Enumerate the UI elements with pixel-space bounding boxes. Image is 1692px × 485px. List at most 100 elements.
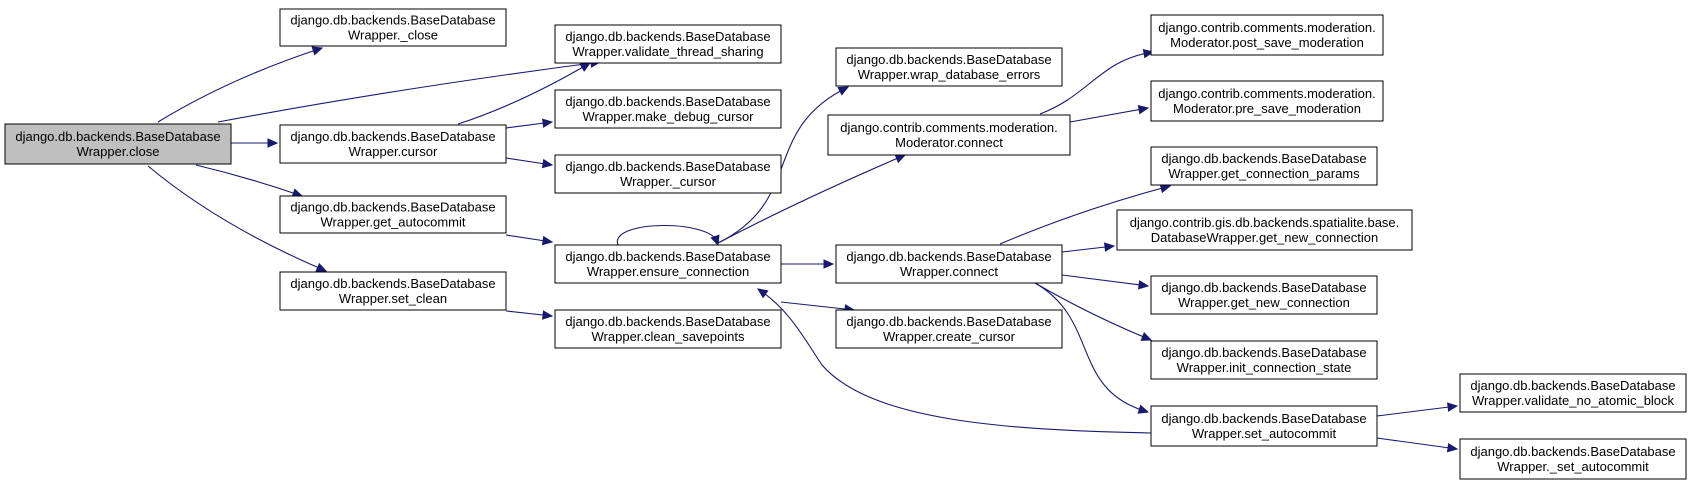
node-connect[interactable]: django.db.backends.BaseDatabaseWrapper.c… — [835, 244, 1063, 284]
node-close[interactable]: django.db.backends.BaseDatabaseWrapper.c… — [4, 123, 232, 165]
edge-line — [157, 47, 323, 123]
edge-line — [780, 301, 855, 311]
node-set-autocommit[interactable]: django.db.backends.BaseDatabaseWrapper.s… — [1150, 405, 1378, 447]
node-label-line: Wrapper.get_new_connection — [1178, 295, 1350, 310]
edge-set_autocommit-to-ensure_connection — [756, 288, 1152, 434]
node-box — [1459, 438, 1687, 480]
node-label-line: Wrapper.close — [77, 144, 160, 159]
node-get-connection-params[interactable]: django.db.backends.BaseDatabaseWrapper.g… — [1150, 146, 1378, 186]
node-label-line: Wrapper.clean_savepoints — [592, 329, 745, 344]
edge-line — [717, 86, 849, 244]
node-get-new-connection[interactable]: django.db.backends.BaseDatabaseWrapper.g… — [1150, 275, 1378, 315]
node-wrap-database-errors[interactable]: django.db.backends.BaseDatabaseWrapper.w… — [835, 47, 1063, 87]
edge-close-to-get_autocommit — [195, 164, 304, 198]
node-label-line: django.db.backends.BaseDatabase — [15, 129, 220, 144]
nodes-layer: django.db.backends.BaseDatabaseWrapper.c… — [4, 8, 1687, 480]
edge-cursor-to-validate_thread_sharing — [457, 62, 592, 125]
edge-line — [1034, 282, 1152, 341]
edge-set_autocommit-to-_set_autocommit — [1376, 437, 1459, 453]
edge-line — [999, 185, 1171, 245]
node-moderator-connect[interactable]: django.contrib.comments.moderation.Moder… — [827, 114, 1071, 156]
arrowhead-icon — [1138, 280, 1150, 290]
edge-line — [1376, 405, 1458, 417]
node-label-line: Wrapper.set_autocommit — [1192, 426, 1337, 441]
arrowhead-icon — [579, 62, 592, 72]
node-box — [554, 154, 782, 194]
edge-set_autocommit-to-validate_no_atomic_block — [1376, 402, 1459, 417]
node-spatialite-get-new-connection[interactable]: django.contrib.gis.db.backends.spatialit… — [1116, 209, 1413, 251]
node-label-line: django.db.backends.BaseDatabase — [1161, 151, 1366, 166]
arrowhead-icon — [823, 259, 835, 269]
node-label-line: Moderator.post_save_moderation — [1170, 35, 1364, 50]
edge-connect-to-init_connection_state — [1034, 282, 1153, 341]
node-label-line: django.db.backends.BaseDatabase — [846, 52, 1051, 67]
node-validate-thread-sharing[interactable]: django.db.backends.BaseDatabaseWrapper.v… — [554, 24, 782, 64]
node-label-line: Moderator.pre_save_moderation — [1173, 101, 1361, 116]
edge-line — [717, 154, 906, 244]
node-label-line: Wrapper.create_cursor — [883, 329, 1016, 344]
node-box — [827, 114, 1071, 156]
arrowhead-icon — [1137, 404, 1150, 414]
node-label-line: django.db.backends.BaseDatabase — [565, 249, 770, 264]
node-box — [554, 244, 782, 284]
arrowhead-icon — [1159, 183, 1172, 194]
arrowhead-icon — [894, 154, 907, 164]
node-post-save-moderation[interactable]: django.contrib.comments.moderation.Moder… — [1150, 14, 1384, 56]
node-label-line: Moderator.connect — [895, 135, 1003, 150]
node-pre-save-moderation[interactable]: django.contrib.comments.moderation.Moder… — [1150, 80, 1384, 122]
arrowhead-icon — [756, 288, 769, 299]
edge-close-to-validate_thread_sharing — [217, 58, 602, 123]
node-label-line: Wrapper.validate_no_atomic_block — [1472, 393, 1675, 408]
node-box — [279, 195, 507, 234]
edge-cursor-to-make_debug_cursor — [505, 118, 554, 129]
node-box — [279, 271, 507, 311]
node-box — [1459, 373, 1687, 413]
edge-close-to-set_clean — [147, 165, 328, 272]
node-cursor[interactable]: django.db.backends.BaseDatabaseWrapper.c… — [279, 124, 507, 164]
edge-line — [617, 225, 719, 246]
node-label-line: Wrapper.wrap_database_errors — [858, 67, 1041, 82]
node-label-line: Wrapper.get_connection_params — [1168, 166, 1360, 181]
node-box — [554, 89, 782, 129]
node-ensure-connection[interactable]: django.db.backends.BaseDatabaseWrapper.e… — [554, 244, 782, 284]
node-clean-savepoints[interactable]: django.db.backends.BaseDatabaseWrapper.c… — [554, 309, 782, 349]
node-label-line: django.db.backends.BaseDatabase — [290, 276, 495, 291]
node-validate-no-atomic-block[interactable]: django.db.backends.BaseDatabaseWrapper.v… — [1459, 373, 1687, 413]
node-label-line: django.db.backends.BaseDatabase — [565, 94, 770, 109]
edge-set_clean-to-clean_savepoints — [505, 310, 554, 320]
node-box — [4, 123, 232, 165]
arrowhead-icon — [541, 158, 554, 169]
node-label-line: Wrapper.init_connection_state — [1177, 360, 1352, 375]
node-label-line: django.contrib.comments.moderation. — [1158, 86, 1376, 101]
node-make-debug-cursor[interactable]: django.db.backends.BaseDatabaseWrapper.m… — [554, 89, 782, 129]
node-init-connection-state[interactable]: django.db.backends.BaseDatabaseWrapper.i… — [1150, 340, 1378, 380]
node-cursor[interactable]: django.db.backends.BaseDatabaseWrapper._… — [554, 154, 782, 194]
node-get-autocommit[interactable]: django.db.backends.BaseDatabaseWrapper.g… — [279, 195, 507, 234]
arrowhead-icon — [837, 86, 850, 96]
node-box — [279, 8, 507, 47]
edge-line — [1376, 437, 1458, 450]
node-label-line: django.db.backends.BaseDatabase — [1470, 444, 1675, 459]
node-create-cursor[interactable]: django.db.backends.BaseDatabaseWrapper.c… — [835, 309, 1063, 349]
edge-line — [457, 62, 591, 125]
node-label-line: django.db.backends.BaseDatabase — [290, 13, 495, 28]
node-box — [1150, 146, 1378, 186]
arrowhead-icon — [311, 46, 324, 56]
node-label-line: django.db.backends.BaseDatabase — [1161, 411, 1366, 426]
node-close[interactable]: django.db.backends.BaseDatabaseWrapper._… — [279, 8, 507, 47]
node-box — [1150, 405, 1378, 447]
node-label-line: Wrapper._close — [348, 28, 438, 43]
node-label-line: Wrapper._set_autocommit — [1497, 459, 1649, 474]
node-label-line: Wrapper._cursor — [620, 174, 717, 189]
node-box — [1150, 80, 1384, 122]
edge-ensure_connection-to-ensure_connection — [617, 225, 720, 247]
edge-line — [1061, 274, 1149, 287]
node-set-clean[interactable]: django.db.backends.BaseDatabaseWrapper.s… — [279, 271, 507, 311]
node-box — [1150, 14, 1384, 56]
arrowhead-icon — [1137, 105, 1150, 115]
node-label-line: django.contrib.comments.moderation. — [840, 120, 1058, 135]
node-box — [554, 309, 782, 349]
node-set-autocommit[interactable]: django.db.backends.BaseDatabaseWrapper._… — [1459, 438, 1687, 480]
node-label-line: Wrapper.connect — [900, 264, 998, 279]
